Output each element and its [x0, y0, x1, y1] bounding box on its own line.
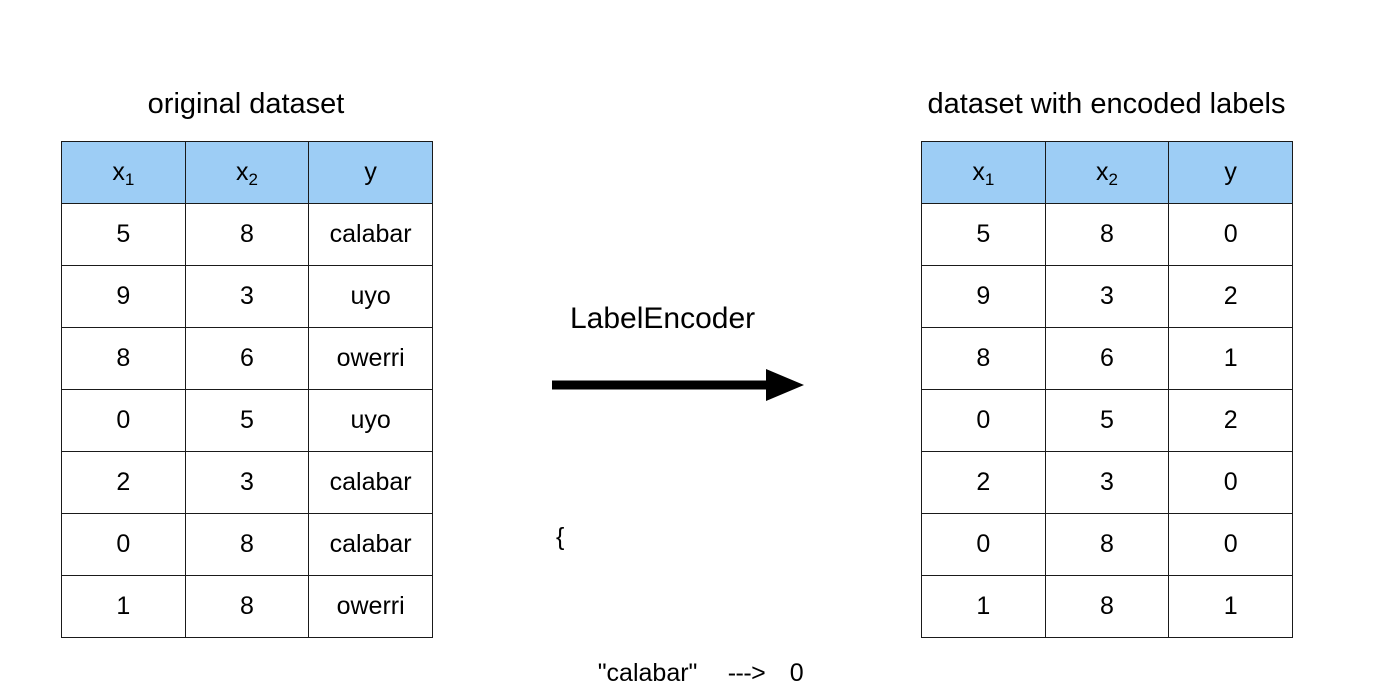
table-row: 0 5 uyo — [61, 389, 433, 452]
cell-x2: 5 — [1044, 389, 1170, 452]
cell-x2: 8 — [1044, 203, 1170, 266]
cell-x2: 3 — [1044, 265, 1170, 328]
column-header-y-text: y — [364, 158, 377, 186]
column-header-x2-sub: 2 — [1108, 170, 1118, 189]
cell-x2: 8 — [184, 575, 310, 638]
mapping-key: "calabar" — [597, 659, 698, 687]
cell-x1: 0 — [921, 389, 1046, 452]
cell-x1: 1 — [921, 575, 1046, 638]
table-row: 8 6 owerri — [61, 327, 433, 390]
cell-x1: 8 — [921, 327, 1046, 390]
table-row: 5 8 calabar — [61, 203, 433, 266]
table-row: 1 8 owerri — [61, 575, 433, 638]
cell-y: calabar — [308, 513, 433, 576]
table-row: 9 3 2 — [921, 265, 1293, 328]
column-header-x2: x2 — [1044, 141, 1170, 204]
table-row: 0 5 2 — [921, 389, 1293, 452]
cell-x2: 3 — [184, 265, 310, 328]
cell-y: 1 — [1168, 327, 1293, 390]
table-row: 8 6 1 — [921, 327, 1293, 390]
cell-x1: 2 — [921, 451, 1046, 514]
cell-y: calabar — [308, 451, 433, 514]
right-table-title: dataset with encoded labels — [927, 88, 1286, 120]
right-arrow-icon — [550, 366, 806, 404]
cell-x2: 8 — [1044, 513, 1170, 576]
cell-y: calabar — [308, 203, 433, 266]
cell-x1: 5 — [921, 203, 1046, 266]
column-header-x1-sub: 1 — [984, 170, 995, 189]
cell-x2: 3 — [184, 451, 310, 514]
table-row: 2 3 0 — [921, 451, 1293, 514]
labelencoder-caption: LabelEncoder — [570, 302, 756, 335]
mapping-arrow: ---> — [727, 659, 766, 687]
column-header-y: y — [308, 141, 433, 204]
cell-y: 0 — [1168, 203, 1293, 266]
cell-y: owerri — [308, 575, 433, 638]
mapping-value: 0 — [789, 659, 804, 687]
cell-x1: 5 — [61, 203, 186, 266]
column-header-y: y — [1168, 141, 1293, 204]
column-header-x2-text: x — [236, 158, 249, 186]
cell-x2: 3 — [1044, 451, 1170, 514]
cell-y: 0 — [1168, 451, 1293, 514]
cell-x1: 2 — [61, 451, 186, 514]
table-row: 2 3 calabar — [61, 451, 433, 514]
column-header-x1-text: x — [972, 158, 985, 186]
cell-x1: 9 — [61, 265, 186, 328]
cell-x2: 8 — [184, 203, 310, 266]
cell-x1: 0 — [921, 513, 1046, 576]
left-table-title: original dataset — [147, 88, 345, 120]
cell-x1: 0 — [61, 389, 186, 452]
column-header-x2-text: x — [1096, 158, 1109, 186]
cell-y: 2 — [1168, 265, 1293, 328]
original-dataset-table: x1 x2 y 5 8 calabar 9 3 uyo — [61, 141, 433, 638]
dict-open-brace: { — [556, 523, 565, 551]
encoded-dataset-table: x1 x2 y 5 8 0 9 3 2 8 — [921, 141, 1293, 638]
cell-x2: 8 — [1044, 575, 1170, 638]
cell-x1: 0 — [61, 513, 186, 576]
mapping-entry: "calabar" ---> 0 — [556, 622, 804, 687]
table-row: 5 8 0 — [921, 203, 1293, 266]
cell-x2: 8 — [184, 513, 310, 576]
column-header-x1-sub: 1 — [124, 170, 135, 189]
cell-x1: 1 — [61, 575, 186, 638]
encoding-mapping-dict: { "calabar"--->0 "owerri"--->1 "uyo--->2… — [556, 452, 804, 696]
column-header-x2-sub: 2 — [248, 170, 258, 189]
cell-x1: 8 — [61, 327, 186, 390]
column-header-x2: x2 — [184, 141, 310, 204]
cell-x1: 9 — [921, 265, 1046, 328]
cell-y: owerri — [308, 327, 433, 390]
cell-y: uyo — [308, 389, 433, 452]
cell-y: 1 — [1168, 575, 1293, 638]
column-header-x1: x1 — [61, 141, 186, 204]
column-header-y-text: y — [1224, 158, 1237, 186]
table-row: 0 8 calabar — [61, 513, 433, 576]
cell-y: 2 — [1168, 389, 1293, 452]
cell-x2: 6 — [184, 327, 310, 390]
cell-x2: 6 — [1044, 327, 1170, 390]
table-row: 1 8 1 — [921, 575, 1293, 638]
cell-y: uyo — [308, 265, 433, 328]
table-header-row: x1 x2 y — [61, 141, 433, 204]
column-header-x1-text: x — [112, 158, 125, 186]
cell-y: 0 — [1168, 513, 1293, 576]
column-header-x1: x1 — [921, 141, 1046, 204]
cell-x2: 5 — [184, 389, 310, 452]
table-row: 9 3 uyo — [61, 265, 433, 328]
table-row: 0 8 0 — [921, 513, 1293, 576]
table-header-row: x1 x2 y — [921, 141, 1293, 204]
